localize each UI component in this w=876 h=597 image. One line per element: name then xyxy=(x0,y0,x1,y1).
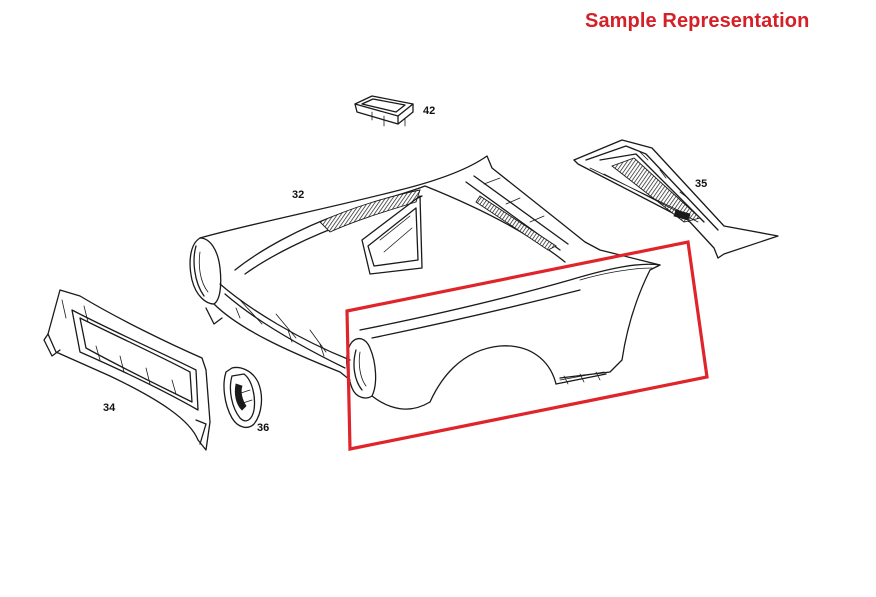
sample-representation-label: Sample Representation xyxy=(585,10,810,32)
callout-32: 32 xyxy=(292,189,304,201)
callout-34: 34 xyxy=(103,402,116,414)
callout-36: 36 xyxy=(257,422,269,434)
part-36-lamp-housing: 36 xyxy=(223,366,269,434)
highlight-box xyxy=(345,240,709,451)
part-34-front-panel: 34 xyxy=(43,289,211,451)
part-32-rear-body: 32 xyxy=(189,155,661,381)
part-42-bracket: 42 xyxy=(354,95,435,127)
highlighted-rear-fender xyxy=(346,263,661,410)
part-35-sill-panel: 35 xyxy=(573,139,779,259)
callout-42: 42 xyxy=(423,105,435,117)
callout-35: 35 xyxy=(695,178,707,190)
